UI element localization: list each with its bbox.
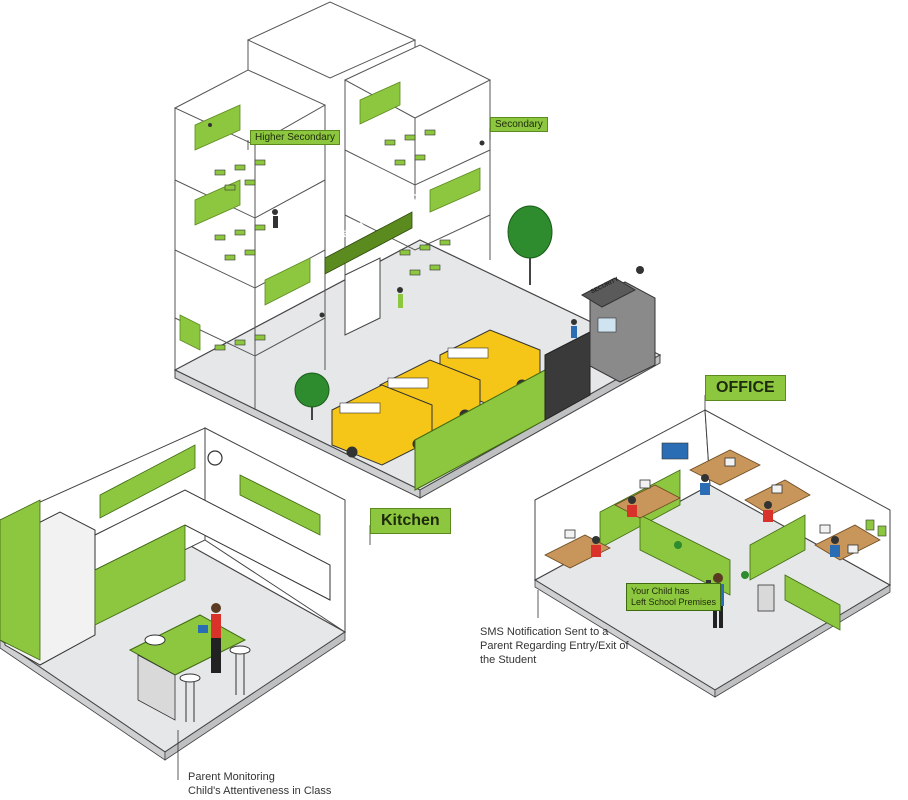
plant bbox=[741, 571, 749, 579]
main-gate bbox=[544, 331, 591, 421]
person-icon bbox=[591, 474, 840, 557]
kitchen-room bbox=[0, 427, 371, 780]
sms-caption-line3: the Student bbox=[480, 654, 537, 666]
label-kitchen: Kitchen bbox=[370, 508, 451, 534]
building-left-tower bbox=[173, 69, 327, 410]
world-map bbox=[661, 442, 689, 460]
cctv-camera-icon bbox=[208, 123, 644, 318]
plant bbox=[674, 541, 682, 549]
tree-icon bbox=[294, 372, 330, 420]
parent-caption-line1: Parent Monitoring bbox=[188, 771, 275, 783]
person-icon bbox=[198, 603, 221, 673]
bar-stools bbox=[179, 645, 251, 722]
sms-caption-line2: Parent Regarding Entry/Exit of bbox=[480, 640, 629, 652]
bowl bbox=[144, 634, 166, 646]
kitchen-lower-cabinets bbox=[94, 524, 186, 626]
kitchen-upper-cabinets bbox=[99, 444, 196, 519]
sms-caption: SMS Notification Sent to a Parent Regard… bbox=[480, 625, 629, 667]
sms-bubble: Your Child has Left School Premises bbox=[626, 583, 722, 611]
sms-bubble-line2: Left School Premises bbox=[631, 597, 717, 607]
classroom-green-walls bbox=[179, 81, 481, 351]
school-sign-band bbox=[324, 211, 413, 275]
label-higher-secondary: Higher Secondary bbox=[250, 130, 341, 145]
tree-icon bbox=[507, 205, 553, 285]
parent-caption: Parent Monitoring Child's Attentiveness … bbox=[188, 770, 331, 798]
school-entrance bbox=[344, 257, 381, 336]
office-room bbox=[533, 395, 892, 698]
school-campus bbox=[173, 1, 662, 499]
classroom-desks bbox=[214, 129, 451, 351]
parent-caption-line2: Child's Attentiveness in Class bbox=[188, 785, 332, 797]
kitchen-upper-cabinets-right bbox=[239, 474, 321, 536]
sms-bubble-line1: Your Child has bbox=[631, 586, 690, 596]
kitchen-floor-edge-right bbox=[164, 631, 346, 761]
wall-clock-icon bbox=[207, 450, 223, 466]
computer-icon bbox=[564, 457, 859, 554]
wall-frame bbox=[865, 519, 875, 531]
wall-frame bbox=[877, 525, 887, 537]
sms-caption-line1: SMS Notification Sent to a bbox=[480, 626, 609, 638]
security-cabin bbox=[580, 277, 656, 383]
person-icon bbox=[272, 209, 577, 338]
fridge-green-side bbox=[0, 499, 41, 661]
kitchen-island-base bbox=[137, 654, 176, 721]
printer bbox=[757, 584, 775, 612]
label-office: OFFICE bbox=[705, 375, 786, 401]
label-secondary: Secondary bbox=[490, 117, 548, 132]
